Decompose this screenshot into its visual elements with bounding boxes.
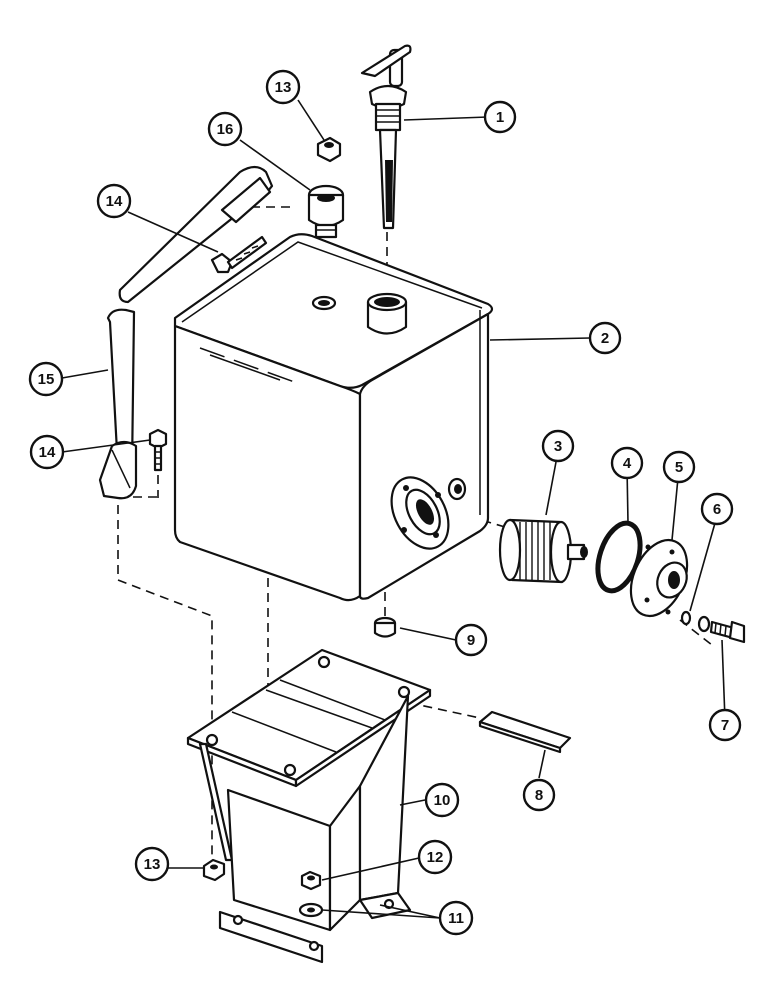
callout-11-label: 11: [448, 910, 464, 927]
callout-14-top: 14: [96, 183, 132, 219]
bolt-lower: [148, 428, 168, 472]
callout-8-label: 8: [535, 787, 543, 804]
callout-2-label: 2: [601, 330, 609, 347]
callout-14-top-label: 14: [106, 193, 123, 210]
drain-plug: [373, 616, 397, 638]
callout-8: 8: [522, 778, 556, 812]
callout-3: 3: [541, 429, 575, 463]
nut-top: [316, 136, 342, 163]
nut-bottom: [202, 858, 226, 882]
leader-lines: [61, 99, 726, 919]
callout-4: 4: [610, 446, 644, 480]
pad-strip: [478, 710, 572, 754]
cap-screw: [709, 620, 746, 644]
callout-15-label: 15: [38, 371, 55, 388]
callout-3-label: 3: [554, 438, 562, 455]
filter-cover-plate: [629, 538, 689, 618]
callout-2: 2: [588, 321, 622, 355]
callout-1-label: 1: [496, 109, 504, 126]
callout-12-label: 12: [427, 849, 444, 866]
callout-5-label: 5: [675, 459, 683, 476]
callout-9-label: 9: [467, 632, 475, 649]
callout-7-label: 7: [721, 717, 729, 734]
callout-14-bottom-label: 14: [39, 444, 56, 461]
callout-4-label: 4: [623, 455, 632, 472]
callout-13-bottom: 13: [134, 846, 170, 882]
callout-15: 15: [28, 361, 64, 397]
callout-13-top-label: 13: [275, 79, 292, 96]
callout-9: 9: [454, 623, 488, 657]
callout-5: 5: [662, 450, 696, 484]
callout-16: 16: [207, 111, 243, 147]
callout-12: 12: [417, 839, 453, 875]
dipstick-breather: [360, 44, 412, 230]
callout-13-top: 13: [265, 69, 301, 105]
callout-6: 6: [700, 492, 734, 526]
callout-6-label: 6: [713, 501, 721, 518]
callout-10-label: 10: [434, 792, 451, 809]
hold-down-strap: [98, 165, 274, 500]
callout-1: 1: [483, 100, 517, 134]
filler-cap: [307, 184, 345, 239]
o-ring: [595, 520, 643, 594]
callout-7: 7: [708, 708, 742, 742]
callout-11: 11: [438, 900, 474, 936]
callout-16-label: 16: [217, 121, 234, 138]
filter-element: [498, 518, 588, 584]
callout-14-bottom: 14: [29, 434, 65, 470]
bolt-upper: [210, 235, 268, 274]
nut-12: [300, 870, 322, 891]
washer-11: [298, 902, 324, 918]
hydraulic-tank: [173, 233, 494, 602]
lock-washer: [680, 610, 711, 633]
callout-13-bottom-label: 13: [144, 856, 161, 873]
callout-10: 10: [424, 782, 460, 818]
